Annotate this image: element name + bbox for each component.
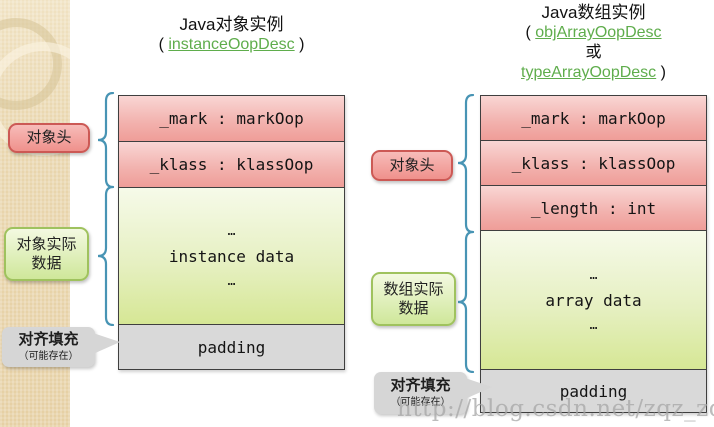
left-object-header-tag: 对象头 xyxy=(8,123,90,153)
left-bubble-tail xyxy=(93,333,120,354)
array-data-label: array data xyxy=(545,290,642,310)
array-data-tag-line2: 数据 xyxy=(398,300,429,317)
left-padding-section: padding xyxy=(119,325,344,369)
ellipsis-top: … xyxy=(227,223,236,239)
right-array-data-tag: 数组实际 数据 xyxy=(371,272,456,326)
right-padding-section: padding xyxy=(481,370,706,412)
klass-field-label: _klass : klassOop xyxy=(149,155,314,174)
right-object-header-tag: 对象头 xyxy=(371,150,453,181)
paren-close: ) xyxy=(294,36,305,54)
left-row-klass: _klass : klassOop xyxy=(119,142,344,188)
instance-data-tag-line1: 对象实际 xyxy=(16,235,77,253)
right-row-length: _length : int xyxy=(481,186,706,231)
curly-brace-left-data xyxy=(97,186,115,326)
instance-data-tag-line2: 数据 xyxy=(31,255,62,272)
padding-label: padding xyxy=(559,381,628,401)
left-title-text: Java对象实例 xyxy=(179,15,284,34)
right-row-mark: _mark : markOop xyxy=(481,96,706,141)
right-bubble-tail xyxy=(465,378,492,399)
mark-field-label: _mark : markOop xyxy=(521,108,666,128)
length-field-label: _length : int xyxy=(530,198,657,218)
instanceOopDesc-link: instanceOopDesc xyxy=(168,36,295,54)
padding-label: padding xyxy=(197,337,266,357)
right-subtitle-or: 或 xyxy=(585,44,602,62)
left-subtitle: ( instanceOopDesc ) xyxy=(118,35,345,55)
paren-open: ( xyxy=(525,24,536,42)
mark-field-label: _mark : markOop xyxy=(159,109,304,128)
typeArrayOopDesc-link: typeArrayOopDesc xyxy=(521,64,657,82)
left-diagram-title: Java对象实例 ( instanceOopDesc ) xyxy=(118,14,345,55)
instance-data-label: instance data xyxy=(168,246,295,266)
ellipsis-bottom: … xyxy=(589,317,598,333)
alignment-padding-label: 对齐填充 xyxy=(18,331,79,349)
ellipsis-bottom: … xyxy=(227,273,236,289)
paren-close: ) xyxy=(656,64,666,82)
object-header-tag-label: 对象头 xyxy=(389,156,435,174)
ellipsis-top: … xyxy=(589,267,598,283)
watermark-text: http://blog.csdn.net/zqz_zqz xyxy=(397,396,714,422)
object-header-tag-label: 对象头 xyxy=(26,129,72,147)
left-row-mark: _mark : markOop xyxy=(119,96,344,142)
right-memory-box: _mark : markOop _klass : klassOop _lengt… xyxy=(480,95,707,413)
alignment-padding-label: 对齐填充 xyxy=(390,377,451,395)
curly-brace-right-header xyxy=(457,94,475,233)
klass-field-label: _klass : klassOop xyxy=(511,153,676,173)
right-array-data-section: … array data … xyxy=(481,231,706,370)
right-title-text: Java数组实例 xyxy=(541,3,646,22)
right-subtitle-line1: ( objArrayOopDesc xyxy=(480,23,707,43)
objArrayOopDesc-link: objArrayOopDesc xyxy=(535,24,662,42)
left-alignment-padding-bubble: 对齐填充 （可能存在） xyxy=(2,327,95,367)
right-diagram-title: Java数组实例 ( objArrayOopDesc 或 typeArrayOo… xyxy=(480,2,707,83)
left-memory-box: _mark : markOop _klass : klassOop … inst… xyxy=(118,95,345,370)
left-instance-data-tag: 对象实际 数据 xyxy=(4,227,89,281)
curly-brace-right-data xyxy=(457,231,475,373)
right-alignment-padding-bubble: 对齐填充 （可能存在） xyxy=(374,372,467,414)
right-subtitle-line2: typeArrayOopDesc ) xyxy=(480,63,707,83)
array-data-tag-line1: 数组实际 xyxy=(383,280,444,298)
alignment-padding-note: （可能存在） xyxy=(18,350,79,362)
paren-open: ( xyxy=(158,36,169,54)
left-instance-data-section: … instance data … xyxy=(119,188,344,325)
right-row-klass: _klass : klassOop xyxy=(481,141,706,186)
curly-brace-left-header xyxy=(97,92,115,188)
alignment-padding-note: （可能存在） xyxy=(390,396,451,408)
